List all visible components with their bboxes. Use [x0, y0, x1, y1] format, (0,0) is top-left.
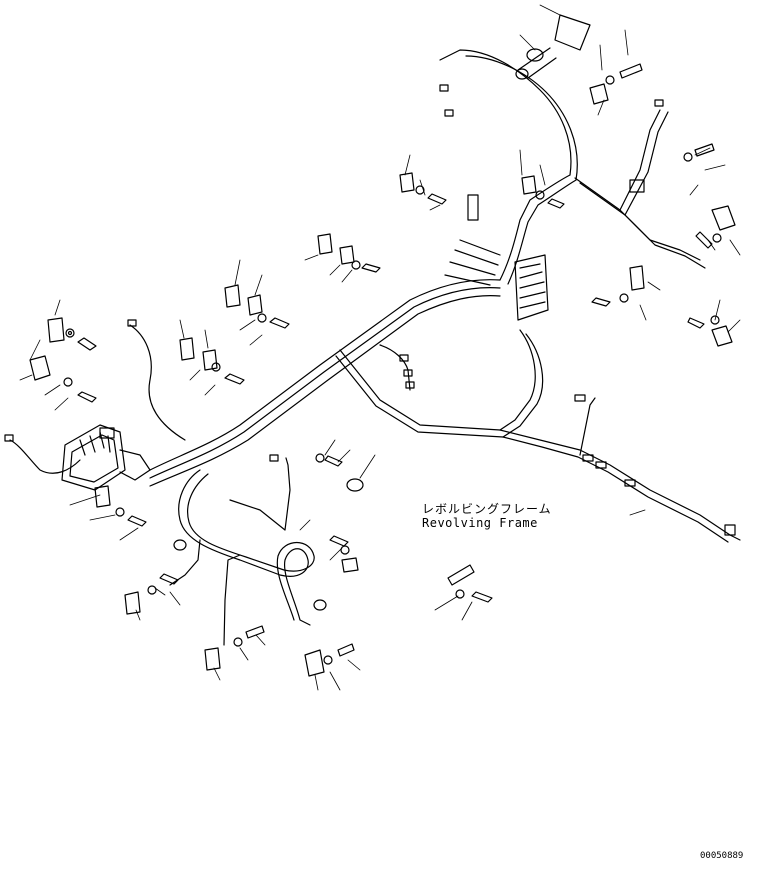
leader-lines [20, 5, 740, 690]
main-harness [150, 280, 500, 486]
bracket-set [30, 64, 735, 676]
lower-loop-harness [170, 458, 314, 645]
control-box [62, 425, 150, 490]
upper-branch [440, 50, 705, 284]
revolving-frame-label-en: Revolving Frame [422, 516, 538, 530]
top-sleeve [516, 15, 590, 79]
revolving-frame-label-jp: レボルビングフレーム [422, 502, 552, 516]
relay-block [445, 195, 548, 320]
connectors [5, 85, 735, 610]
drawing-number: 00050889 [700, 851, 744, 861]
